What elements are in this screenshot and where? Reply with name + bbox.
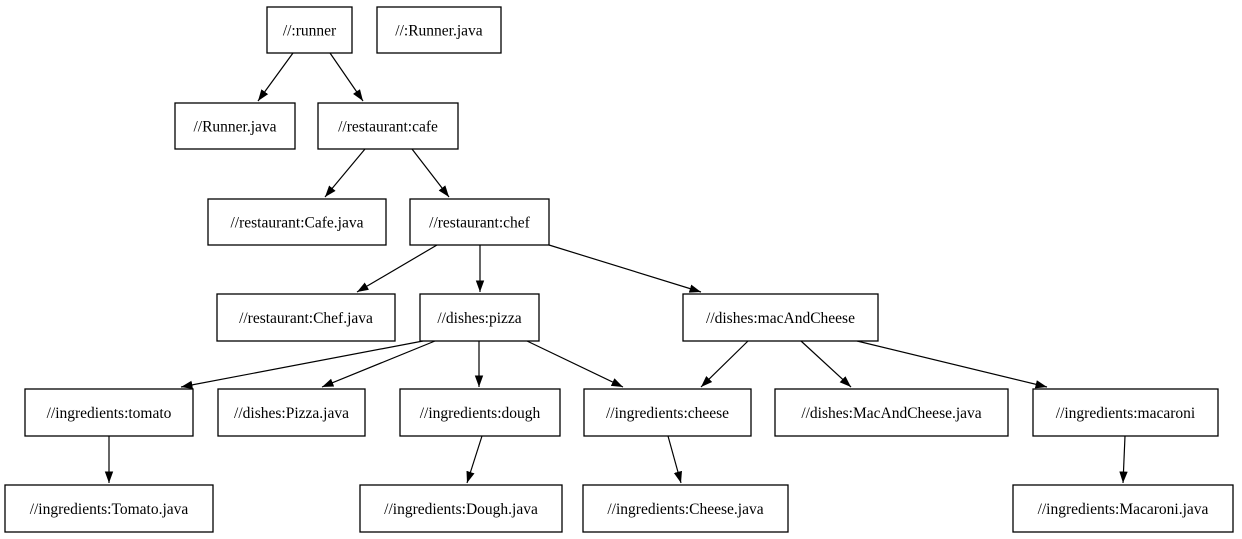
edge-macandcheese-to-cheese (700, 340, 749, 388)
node-macandcheese-java: //dishes:MacAndCheese.java (774, 388, 1009, 437)
node-cafe-java-label: //restaurant:Cafe.java (231, 215, 364, 232)
node-cheese-label: //ingredients:cheese (606, 405, 729, 422)
node-runner-java: //Runner.java (174, 102, 296, 150)
edge-group (104, 52, 1128, 484)
node-chef-java-box (216, 293, 396, 342)
node-dough-java-box (359, 484, 563, 533)
node-chef-box (409, 198, 550, 246)
node-runner-java-lone-box (376, 6, 502, 54)
node-macaroni-java-label: //ingredients:Macaroni.java (1038, 501, 1209, 518)
edge-dough-to-dough-java (466, 435, 483, 484)
node-dough-box (399, 388, 561, 437)
node-tomato-box (24, 388, 194, 437)
node-cafe-java-box (207, 198, 387, 246)
node-macaroni-java-box (1012, 484, 1234, 533)
node-chef: //restaurant:chef (409, 198, 550, 246)
node-cheese-box (583, 388, 752, 437)
node-pizza: //dishes:pizza (419, 293, 540, 342)
node-cafe-box (317, 102, 459, 150)
node-pizza-java-box (217, 388, 366, 437)
node-cheese: //ingredients:cheese (583, 388, 752, 437)
node-tomato-java-box (4, 484, 214, 533)
node-macandcheese-java-box (774, 388, 1009, 437)
node-dough: //ingredients:dough (399, 388, 561, 437)
edge-chef-to-chef-java (356, 244, 438, 293)
edge-runner-to-runner-java (257, 52, 294, 102)
node-runner-java-lone: //:Runner.java (376, 6, 502, 54)
node-tomato-label: //ingredients:tomato (47, 405, 172, 422)
node-cheese-java-label: //ingredients:Cheese.java (607, 501, 763, 518)
edge-runner-to-cafe (329, 52, 364, 102)
edge-pizza-to-cheese (526, 340, 624, 388)
node-tomato-java-label: //ingredients:Tomato.java (30, 501, 189, 518)
node-runner: //:runner (266, 6, 353, 54)
node-macaroni-box (1032, 388, 1219, 437)
node-runner-java-box (174, 102, 296, 150)
node-tomato: //ingredients:tomato (24, 388, 194, 437)
node-chef-label: //restaurant:chef (429, 215, 531, 232)
node-pizza-label: //dishes:pizza (437, 310, 521, 327)
edge-chef-to-macandcheese (548, 244, 702, 293)
node-dough-java: //ingredients:Dough.java (359, 484, 563, 533)
node-cafe: //restaurant:cafe (317, 102, 459, 150)
edge-pizza-to-pizza-java (321, 340, 436, 388)
node-dough-java-label: //ingredients:Dough.java (384, 501, 538, 518)
edge-pizza-to-tomato (180, 340, 424, 389)
node-macandcheese-label: //dishes:macAndCheese (706, 310, 855, 327)
node-macaroni-label: //ingredients:macaroni (1056, 405, 1196, 422)
node-macandcheese: //dishes:macAndCheese (682, 293, 879, 342)
node-cheese-java-box (582, 484, 789, 533)
edge-macaroni-to-macaroni-java (1119, 435, 1128, 484)
node-runner-box (266, 6, 353, 54)
node-runner-java-label: //Runner.java (193, 119, 276, 136)
node-macaroni-java: //ingredients:Macaroni.java (1012, 484, 1234, 533)
node-cafe-java: //restaurant:Cafe.java (207, 198, 387, 246)
node-macandcheese-java-label: //dishes:MacAndCheese.java (801, 405, 981, 422)
node-dough-label: //ingredients:dough (420, 405, 541, 422)
node-macaroni: //ingredients:macaroni (1032, 388, 1219, 437)
node-chef-java-label: //restaurant:Chef.java (239, 310, 373, 327)
node-macandcheese-box (682, 293, 879, 342)
node-runner-label: //:runner (283, 23, 337, 40)
node-pizza-box (419, 293, 540, 342)
node-cafe-label: //restaurant:cafe (338, 119, 438, 136)
edge-macandcheese-to-macaroni (856, 340, 1048, 389)
node-cheese-java: //ingredients:Cheese.java (582, 484, 789, 533)
edge-macandcheese-to-macandcheese-java (800, 340, 852, 388)
edge-cafe-to-chef (411, 148, 450, 198)
node-runner-java-lone-label: //:Runner.java (395, 23, 483, 40)
node-pizza-java: //dishes:Pizza.java (217, 388, 366, 437)
edge-cheese-to-cheese-java (667, 435, 682, 484)
node-pizza-java-label: //dishes:Pizza.java (234, 405, 349, 422)
node-tomato-java: //ingredients:Tomato.java (4, 484, 214, 533)
node-chef-java: //restaurant:Chef.java (216, 293, 396, 342)
edge-cafe-to-cafe-java (324, 148, 366, 198)
